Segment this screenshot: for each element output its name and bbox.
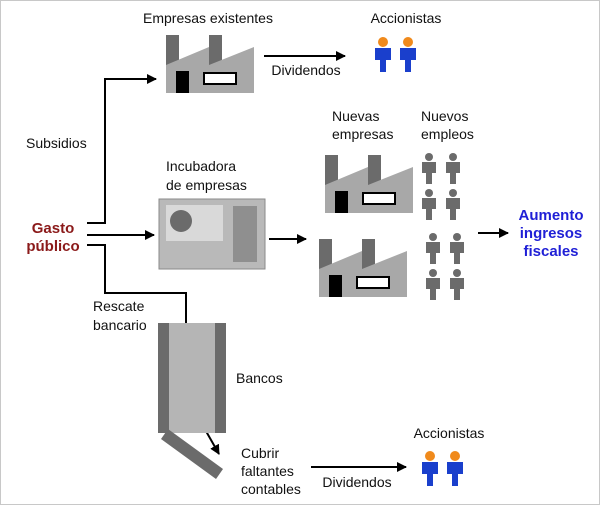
connectors — [87, 51, 509, 472]
worker-icon — [446, 189, 460, 220]
label-cubrir-line2: faltantes — [241, 463, 294, 479]
label-cubrir-line3: contables — [241, 481, 301, 497]
label-bancos: Bancos — [236, 370, 283, 386]
label-subsidios: Subsidios — [26, 135, 87, 151]
label-nuevas-empresas-line1: Nuevas — [332, 108, 379, 124]
worker-icon — [426, 269, 440, 300]
label-dividendos-bottom: Dividendos — [322, 474, 391, 490]
bank-icon — [158, 323, 226, 479]
label-gasto-line1: Gasto — [32, 220, 75, 237]
arrow-subsidios — [87, 74, 157, 224]
workers-group — [422, 153, 464, 300]
worker-icon — [450, 269, 464, 300]
worker-icon — [426, 233, 440, 264]
label-nuevas-empresas-line2: empresas — [332, 126, 393, 142]
label-nuevos-empleos-line2: empleos — [421, 126, 474, 142]
label-accionistas-top: Accionistas — [371, 10, 442, 26]
worker-icon — [422, 153, 436, 184]
person-icon-bottom-2 — [447, 451, 463, 486]
incubator-icon — [158, 198, 266, 270]
worker-icon — [446, 153, 460, 184]
label-aumento-line3: fiscales — [523, 243, 578, 260]
label-rescate-line1: Rescate — [93, 298, 145, 314]
person-icon-top-2 — [400, 37, 416, 72]
label-nuevos-empleos-line1: Nuevos — [421, 108, 468, 124]
label-gasto-line2: público — [26, 238, 79, 255]
label-cubrir-line1: Cubrir — [241, 445, 279, 461]
worker-icon — [450, 233, 464, 264]
label-incubadora-line2: de empresas — [166, 177, 247, 193]
person-icon-top-1 — [375, 37, 391, 72]
label-dividendos-top: Dividendos — [271, 62, 340, 78]
label-aumento-line2: ingresos — [520, 225, 583, 242]
factory-icon-nuevas-2 — [318, 238, 408, 298]
person-icon-bottom-1 — [422, 451, 438, 486]
label-aumento-line1: Aumento — [519, 207, 584, 224]
label-incubadora-line1: Incubadora — [166, 158, 236, 174]
label-accionistas-bottom: Accionistas — [414, 425, 485, 441]
label-rescate-line2: bancario — [93, 317, 147, 333]
factory-icon-existentes — [165, 34, 255, 94]
worker-icon — [422, 189, 436, 220]
factory-icon-nuevas-1 — [324, 154, 414, 214]
label-empresas-existentes: Empresas existentes — [143, 10, 273, 26]
